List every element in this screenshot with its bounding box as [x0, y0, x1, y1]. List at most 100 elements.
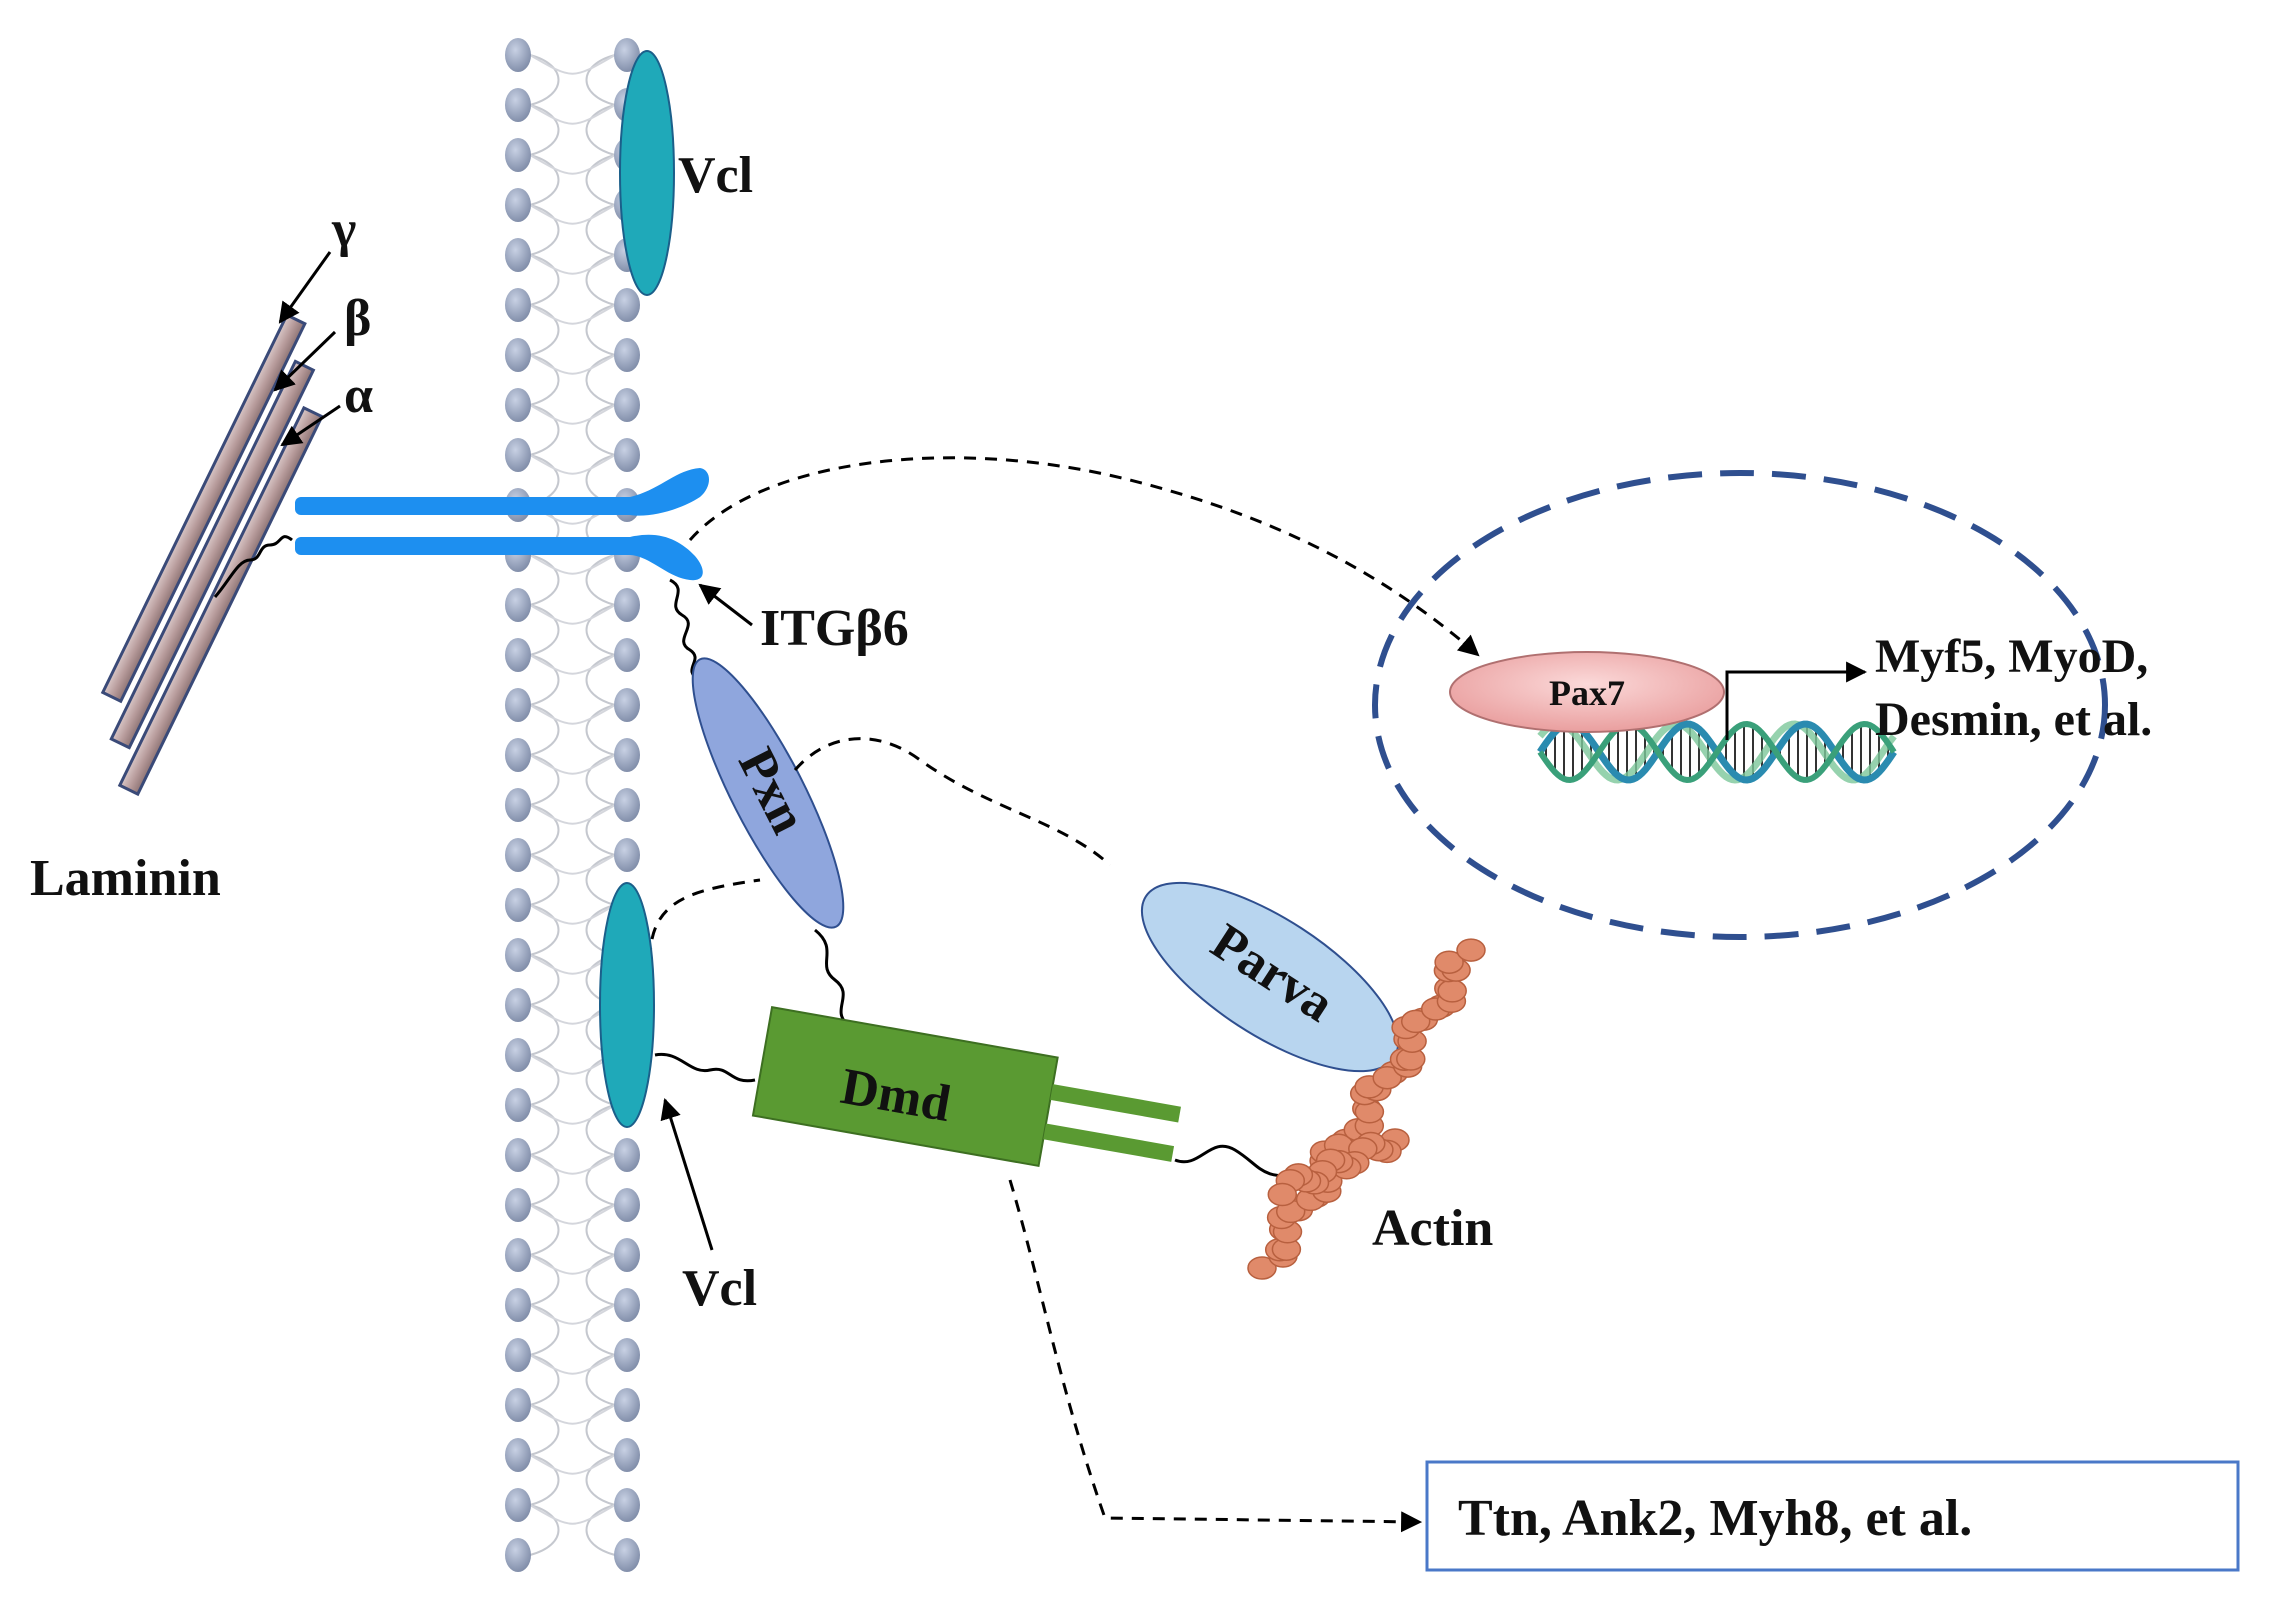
alpha-arrow	[280, 404, 341, 447]
lipid-head	[505, 1088, 531, 1122]
lipid-head	[505, 288, 531, 322]
vinculin-bottom-arrow	[660, 1097, 714, 1251]
vcl-dmd-link	[654, 1052, 756, 1083]
lipid-head	[505, 988, 531, 1022]
actin-monomer	[1437, 979, 1467, 1003]
vinculin-bottom-label: Vcl	[682, 1260, 757, 1317]
lipid-head	[614, 1388, 640, 1422]
lipid-head	[614, 438, 640, 472]
beta-arrow	[273, 330, 337, 392]
lipid-head	[505, 138, 531, 172]
lipid-head	[505, 88, 531, 122]
gamma-arrow	[278, 251, 332, 324]
lipid-head	[505, 388, 531, 422]
lipid-head	[505, 1488, 531, 1522]
lipid-head	[614, 1488, 640, 1522]
lipid-head	[505, 438, 531, 472]
laminin-integrin-link	[213, 535, 293, 598]
lipid-head	[614, 738, 640, 772]
lipid-head	[505, 638, 531, 672]
lipid-head	[614, 788, 640, 822]
lipid-head	[505, 788, 531, 822]
dna-strand	[1537, 720, 1897, 784]
lipid-head	[505, 238, 531, 272]
pxn-parva-interaction	[793, 737, 1112, 867]
nucleus	[1372, 470, 2108, 940]
lipid-head	[614, 688, 640, 722]
nucleus-targets-line2: Desmin, et al.	[1875, 693, 2152, 746]
laminin-alpha-label: α	[344, 367, 373, 424]
dna-strand	[1537, 720, 1897, 784]
lipid-head	[505, 1438, 531, 1472]
actin-monomer	[1400, 1009, 1431, 1034]
lipid-head	[505, 1038, 531, 1072]
lipid-head	[505, 1388, 531, 1422]
laminin-complex	[100, 312, 324, 797]
dystrophin	[751, 1006, 1181, 1168]
integrin-nucleus-signal	[688, 456, 1480, 657]
lipid-head	[505, 1138, 531, 1172]
dmd-targets-signal	[1008, 1179, 1423, 1533]
lipid-head	[614, 38, 640, 72]
actin-monomer	[1267, 1182, 1298, 1207]
lipid-head	[614, 1288, 640, 1322]
lipid-head	[505, 588, 531, 622]
transcription-arrow	[1725, 661, 1868, 740]
lipid-head	[614, 388, 640, 422]
integrin-pxn-link	[669, 578, 701, 682]
integrin-itgb6	[295, 468, 709, 581]
vcl-pxn-interaction	[648, 878, 761, 961]
lipid-head	[505, 938, 531, 972]
itgb6-label: ITGβ6	[760, 600, 909, 657]
lipid-head	[505, 688, 531, 722]
target-genes-box	[1425, 1460, 2240, 1572]
laminin-gamma-label: γ	[331, 201, 356, 258]
laminin-label: Laminin	[30, 850, 221, 907]
lipid-head	[505, 738, 531, 772]
pxn-dmd-link	[814, 928, 850, 1027]
vinculin-top	[619, 50, 675, 296]
lipid-head	[505, 1338, 531, 1372]
actin-monomer	[1456, 938, 1486, 962]
cell-membrane-bilayer	[505, 38, 640, 1572]
paxillin	[691, 657, 845, 929]
lipid-head	[614, 1538, 640, 1572]
lipid-head	[614, 1338, 640, 1372]
lipid-head	[505, 38, 531, 72]
lipid-head	[505, 338, 531, 372]
lipid-head	[614, 1138, 640, 1172]
lipid-head	[614, 1238, 640, 1272]
lipid-head	[614, 288, 640, 322]
lipid-head	[614, 1438, 640, 1472]
pax7-label: Pax7	[1549, 673, 1625, 713]
lipid-head	[614, 588, 640, 622]
target-genes-label: Ttn, Ank2, Myh8, et al.	[1458, 1490, 1972, 1547]
dmd-actin-link	[1174, 1144, 1301, 1178]
laminin-alpha-chain	[117, 405, 324, 797]
actin-label: Actin	[1372, 1200, 1493, 1257]
lipid-head	[505, 188, 531, 222]
itgb6-arrow	[698, 583, 753, 627]
lipid-head	[614, 838, 640, 872]
nucleus-targets-line1: Myf5, MyoD,	[1875, 630, 2148, 683]
lipid-head	[505, 1288, 531, 1322]
lipid-head	[614, 1188, 640, 1222]
laminin-beta-chain	[109, 359, 316, 750]
actin-monomer	[1247, 1256, 1277, 1280]
actin-monomer	[1372, 1065, 1402, 1090]
lipid-head	[614, 638, 640, 672]
lipid-head	[505, 1188, 531, 1222]
vinculin-top-label: Vcl	[678, 147, 753, 204]
lipid-head	[505, 1538, 531, 1572]
lipid-head	[505, 1238, 531, 1272]
vinculin-bottom	[599, 882, 655, 1128]
lipid-head	[614, 338, 640, 372]
lipid-head	[505, 888, 531, 922]
dna-double-helix	[1537, 720, 1897, 784]
actin-filament	[1247, 938, 1486, 1280]
actin-monomer	[1434, 950, 1464, 974]
pax7	[1449, 651, 1725, 733]
lipid-head	[505, 838, 531, 872]
laminin-beta-label: β	[344, 290, 371, 347]
